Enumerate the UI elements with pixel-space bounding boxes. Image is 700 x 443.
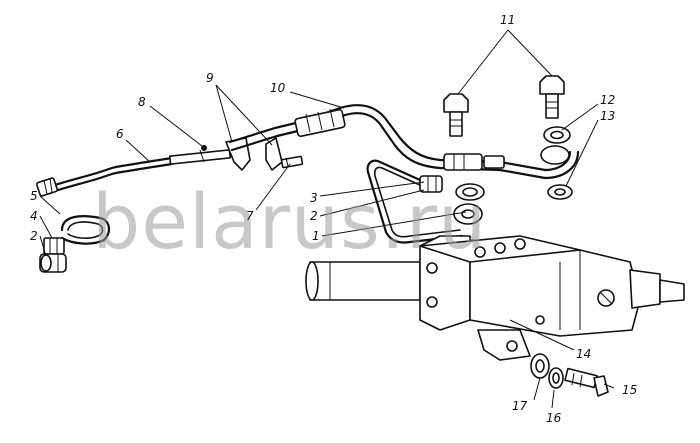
callout-8: 8 [138,95,146,109]
banjo-fitting-right [540,145,580,180]
fuel-pump-14 [305,235,685,361]
callout-9: 9 [206,71,214,85]
banjo-bolt-11-left [443,93,469,137]
washer-center [455,183,485,201]
callout-17: 17 [512,399,528,413]
banjo-bolt-11-right [539,75,565,119]
callout-12: 12 [600,93,615,107]
callout-5: 5 [30,189,38,203]
callout-3: 3 [310,191,318,205]
callout-16: 16 [546,411,562,425]
washer-13 [547,184,573,200]
washer-12 [543,126,571,144]
pipe-bracket-u [60,215,110,245]
callout-14: 14 [576,347,591,361]
callout-2-left: 2 [30,229,38,243]
callout-6: 6 [116,127,124,141]
callout-2-center: 2 [310,209,318,223]
washer-16 [548,367,564,389]
callout-10: 10 [270,81,286,95]
callout-11: 11 [500,13,515,27]
leader-lines [39,29,615,409]
banjo-fitting-1 [453,203,483,225]
pipe-nut-10a [294,108,346,138]
washer-17 [530,353,550,379]
fuel-pipe-left [50,156,174,194]
callout-13: 13 [600,109,615,123]
callout-1: 1 [312,229,320,243]
watermark: belarus.ru [92,177,487,266]
fitting-2-center [419,175,443,193]
pipe-nut-left [35,177,59,197]
callout-15: 15 [622,383,637,397]
fitting-4 [43,237,65,255]
callout-7: 7 [246,209,254,223]
bolt-15 [564,367,609,397]
callout-4: 4 [30,209,38,223]
pipe-8 [168,149,232,165]
fitting-2-left [39,253,67,273]
pipe-nut-10b [443,153,505,171]
bolt-7 [280,155,304,169]
